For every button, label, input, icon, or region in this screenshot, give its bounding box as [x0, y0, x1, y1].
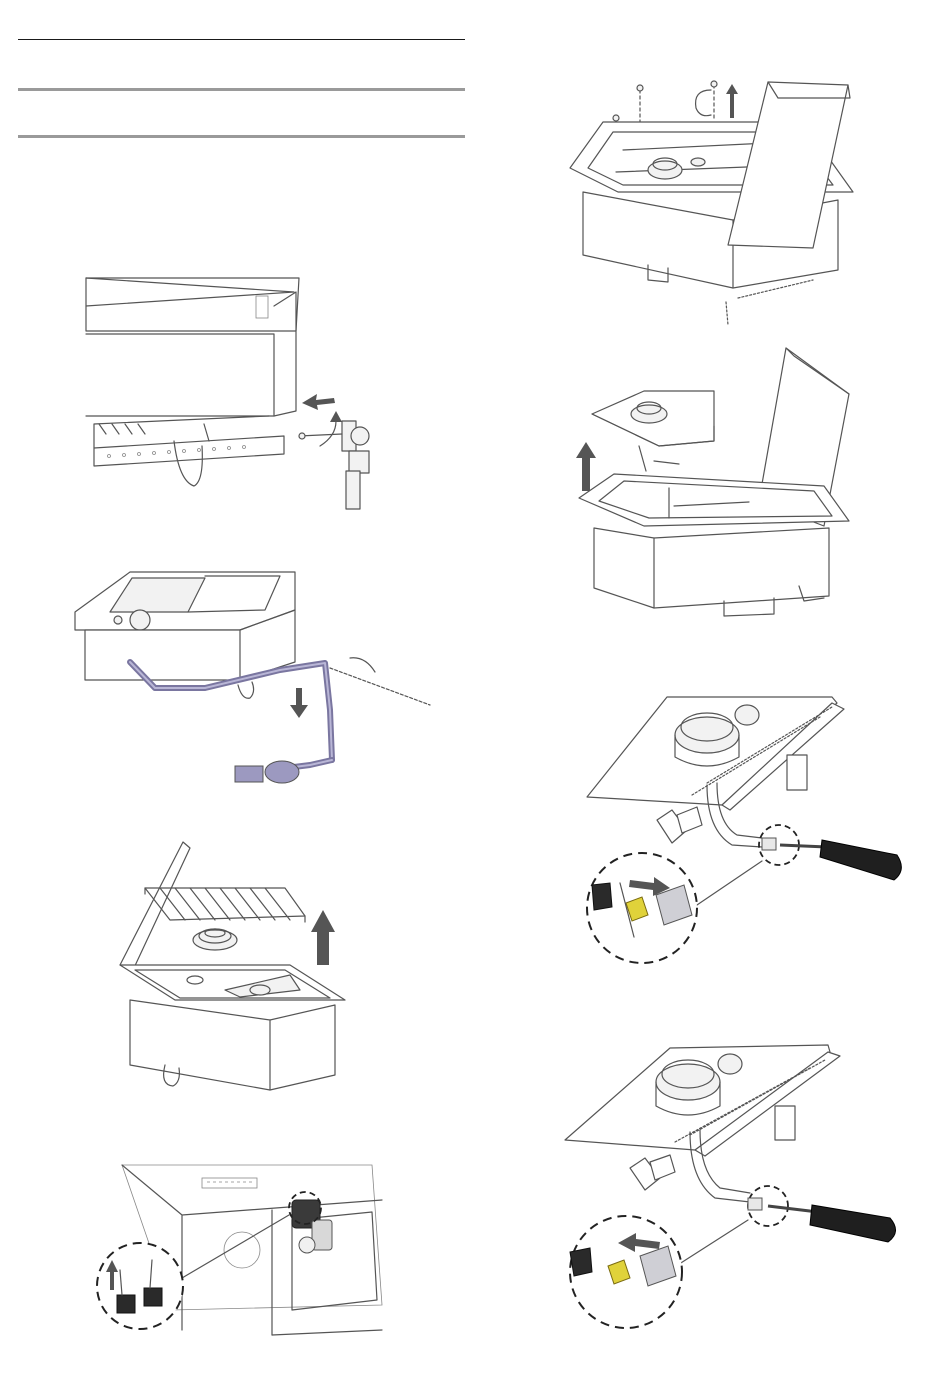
rotate-arrow: [320, 421, 336, 446]
rotate-arrow: [350, 658, 375, 672]
valve-igniter: [292, 1200, 332, 1253]
up-arrow: [726, 84, 738, 118]
figure-gas-line-disconnect: [70, 570, 430, 795]
figure-igniter-wire-disconnect: [92, 1160, 387, 1340]
figure-burner-tray-lift-out: [574, 346, 854, 621]
figure-orifice-removal: [582, 675, 907, 965]
figure-grate-and-burner-removal: [115, 840, 350, 1092]
valve-assembly: [299, 421, 369, 509]
burner-tray: [592, 391, 714, 471]
figure-lid-screws-removal: [568, 80, 858, 328]
detail-inset-circle: [97, 1243, 183, 1329]
figure-orifice-installation: [560, 1040, 905, 1330]
down-arrow: [290, 688, 308, 718]
up-arrow: [576, 442, 596, 491]
chain: [330, 668, 430, 705]
header-rule: [18, 39, 465, 40]
figure-gas-valve-bracket-removal: [84, 276, 384, 511]
section-divider-bottom: [18, 135, 465, 138]
rotate-arrow: [696, 90, 711, 116]
burner-ring: [193, 929, 237, 950]
screwdriver: [780, 840, 901, 880]
pull-left-arrow: [302, 394, 335, 410]
section-divider-top: [18, 88, 465, 91]
up-arrow: [311, 910, 335, 965]
